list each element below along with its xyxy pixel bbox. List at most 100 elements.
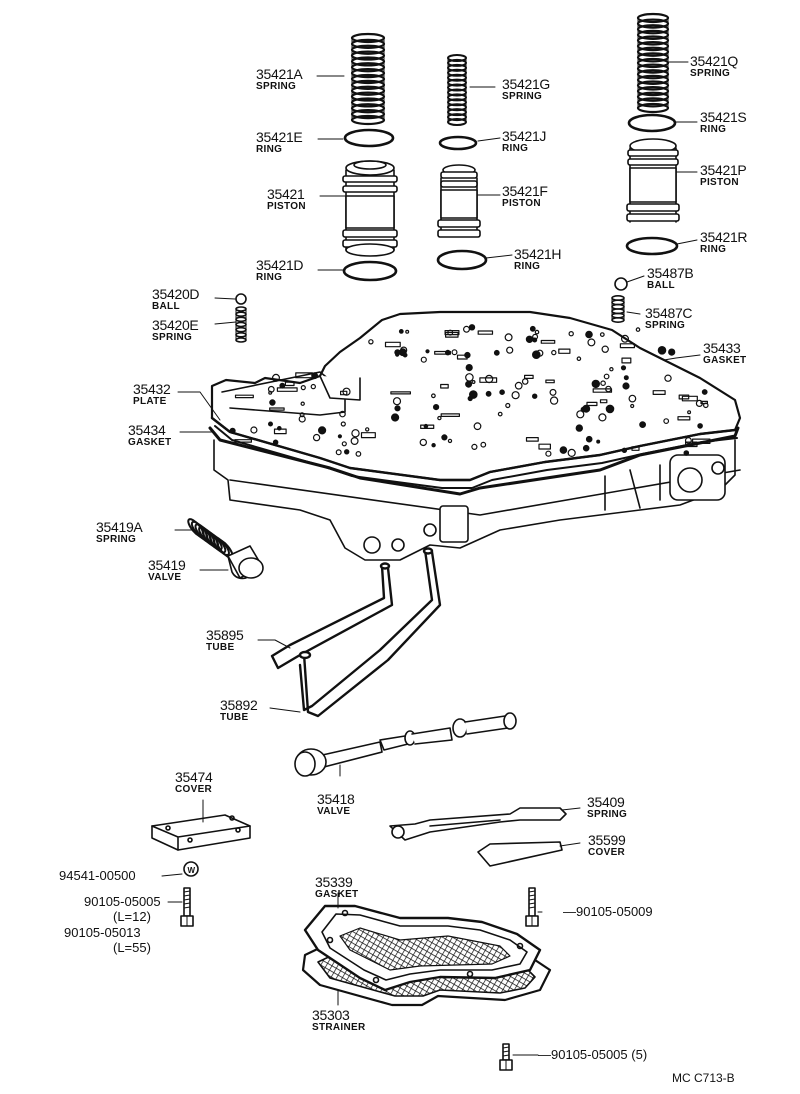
plate-hole [474, 423, 481, 430]
plate-hole [527, 337, 531, 341]
plate-hole [312, 373, 318, 379]
plate-hole [352, 430, 359, 437]
plate-hole [273, 440, 277, 444]
plate-hole [622, 335, 629, 342]
leader-lines [162, 62, 700, 1055]
spring-coil [236, 338, 246, 342]
plate-hole [445, 331, 459, 335]
plate-hole [577, 411, 584, 418]
plate-hole [466, 365, 472, 371]
plate-hole [500, 390, 504, 394]
plate-hole [601, 333, 605, 337]
plate-hole [394, 398, 401, 405]
plate-hole [230, 428, 235, 433]
o-ring-icon [440, 137, 476, 149]
plate-hole [632, 447, 639, 450]
plate-hole [686, 442, 697, 446]
plate-hole [351, 438, 358, 445]
washer-part-number: 94541-00500 [59, 868, 136, 883]
plate-hole [546, 451, 551, 456]
plate-hole [478, 331, 492, 334]
plate-hole [498, 412, 502, 416]
plate-hole [597, 440, 600, 443]
plate-icon [152, 815, 250, 850]
plate-hole [420, 439, 426, 445]
plate-hole [622, 366, 626, 370]
plate-hole [610, 368, 613, 371]
plate-hole [301, 402, 304, 405]
plate-hole [669, 349, 675, 355]
plate-hole [495, 351, 500, 356]
spring-coil [612, 318, 624, 322]
plate-hole [515, 382, 522, 389]
washer-icon [184, 862, 198, 876]
plate-hole [391, 392, 411, 394]
plate-hole [270, 400, 275, 405]
plate-hole [458, 355, 468, 359]
piston-icon [343, 161, 397, 256]
plate-hole [533, 351, 540, 358]
washer-mark: W [188, 866, 196, 875]
piston-icon [627, 139, 679, 222]
plate-hole [606, 405, 613, 412]
plate-hole [366, 428, 369, 431]
plate-hole [583, 405, 590, 412]
plate-hole [386, 342, 401, 346]
plate-hole [569, 332, 573, 336]
spring-outline [448, 58, 466, 122]
plate-hole [636, 328, 639, 331]
plate-hole [472, 381, 475, 384]
plate-hole [469, 325, 474, 330]
spring-outline [638, 18, 668, 108]
plate-hole [441, 414, 459, 417]
bolt-a-part-number: 90105-05005 [84, 894, 161, 909]
plate-hole [336, 450, 341, 455]
plate-hole [688, 411, 691, 414]
plate-hole [531, 327, 536, 332]
plate-hole [338, 435, 341, 438]
plate-hole [622, 448, 626, 452]
plate-hole [434, 405, 439, 410]
o-ring-icon [627, 238, 677, 254]
plate-hole [270, 408, 284, 410]
o-ring-icon [344, 262, 396, 280]
valve-icon [228, 546, 263, 578]
plate-hole [587, 437, 592, 442]
bolt-d-qty: (5) [631, 1047, 648, 1062]
coil-spring-icon [352, 34, 384, 124]
spring-outline [612, 298, 624, 320]
plate-hole [466, 381, 472, 387]
plate-hole [426, 350, 429, 353]
coil-spring-icon [448, 55, 466, 125]
plate-hole [432, 394, 436, 398]
plate-hole [658, 347, 665, 354]
plate-hole [301, 386, 305, 390]
plate-hole [396, 353, 399, 356]
bolt-c-part-number: —90105-05009 [563, 904, 653, 919]
plate-hole [586, 331, 592, 337]
spring-coil [236, 312, 246, 316]
plate-hole [620, 344, 634, 348]
plate-hole [623, 383, 629, 389]
plate-hole [278, 427, 281, 430]
plate-hole [319, 427, 326, 434]
ball-icon [615, 278, 627, 290]
plate-hole [421, 357, 426, 362]
spring-coil [448, 119, 466, 125]
plate-hole [587, 402, 597, 405]
plate-hole [593, 389, 611, 392]
bolt-icon [526, 888, 538, 926]
bolt-b-part-number: 90105-05013 [64, 925, 141, 940]
plate-hole [552, 351, 556, 355]
